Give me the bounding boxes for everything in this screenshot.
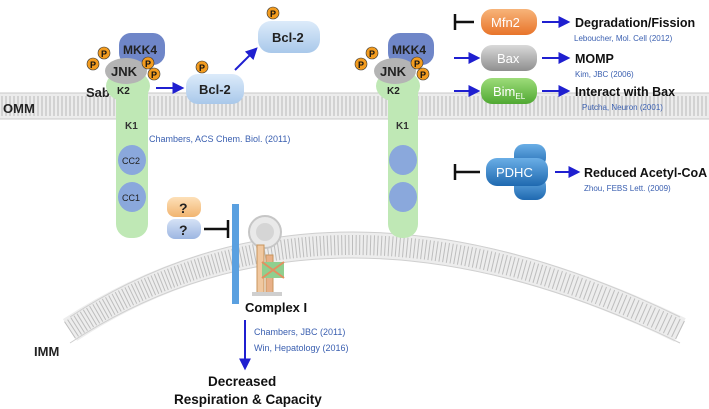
complex-i-structure <box>248 215 285 296</box>
outcome-line-2: Respiration & Capacity <box>174 392 322 407</box>
cc1-label: CC1 <box>122 193 140 203</box>
inhibition-to-complex-i <box>204 220 230 238</box>
svg-text:P: P <box>358 60 364 70</box>
svg-text:P: P <box>414 59 420 69</box>
pdhc-outcome: Reduced Acetyl-CoA <box>584 166 707 180</box>
pdhc-protein <box>486 144 548 200</box>
svg-text:P: P <box>101 49 107 59</box>
k2-label: K2 <box>387 86 400 97</box>
phospho-badge <box>147 67 161 81</box>
mkk4-protein <box>388 33 434 65</box>
complex-i-label: Complex I <box>245 300 307 315</box>
svg-text:Bcl-2: Bcl-2 <box>272 30 304 45</box>
phospho-badge <box>416 67 430 81</box>
arrow-bcl2-release <box>234 47 258 71</box>
k1-label: K1 <box>396 121 409 132</box>
phospho-badge <box>266 6 280 20</box>
k2-label: K2 <box>117 86 130 97</box>
bim-outcome: Interact with Bax <box>575 85 675 99</box>
svg-text:P: P <box>145 59 151 69</box>
jnk-label: JNK <box>380 64 407 79</box>
pdhc-effect: PDHC Reduced Acetyl-CoA Zhou, FEBS Lett.… <box>453 144 707 200</box>
bim-label: BimEL <box>493 84 526 101</box>
complex-i-citation-1: Chambers, JBC (2011) <box>254 327 345 337</box>
bax-outcome: MOMP <box>575 52 614 66</box>
outcome-line-1: Decreased <box>208 374 276 389</box>
bax-protein <box>481 45 537 71</box>
mfn2-outcome: Degradation/Fission <box>575 16 695 30</box>
mfn2-effect: Mfn2 Degradation/Fission Leboucher, Mol.… <box>453 9 695 43</box>
phospho-badge <box>410 56 424 70</box>
bcl2-lower: Bcl-2 P <box>186 60 244 104</box>
sab-label: Sab <box>86 85 110 100</box>
svg-text:Bcl-2: Bcl-2 <box>199 82 231 97</box>
omm-label: OMM <box>3 101 35 116</box>
svg-text:P: P <box>270 9 276 19</box>
unknown-factors: ? ? <box>167 197 201 239</box>
sab-citation: Chambers, ACS Chem. Biol. (2011) <box>149 134 290 144</box>
phospho-group-left: P P P P <box>86 46 161 81</box>
phospho-badge <box>86 57 100 71</box>
jnk-protein <box>374 58 416 84</box>
svg-text:P: P <box>90 60 96 70</box>
mfn2-protein <box>481 9 537 35</box>
k1-label: K1 <box>125 121 138 132</box>
mkk4-label: MKK4 <box>123 43 157 57</box>
phospho-badge <box>365 46 379 60</box>
bcl2-upper: Bcl-2 P <box>258 6 320 53</box>
svg-text:?: ? <box>179 200 188 216</box>
phospho-badge <box>141 56 155 70</box>
bax-effect: Bax MOMP Kim, JBC (2006) <box>454 45 634 79</box>
mfn2-label: Mfn2 <box>491 15 520 30</box>
mfn2-citation: Leboucher, Mol. Cell (2012) <box>574 34 673 43</box>
cc2-label: CC2 <box>122 156 140 166</box>
cc1-domain <box>118 182 146 212</box>
phospho-badge <box>195 60 209 74</box>
mkk4-protein <box>119 33 165 65</box>
complex-i-anchor-bar <box>232 204 239 304</box>
bim-protein <box>481 78 537 104</box>
complex-i-citation-2: Win, Hepatology (2016) <box>254 343 349 353</box>
mkk4-jnk-right: MKK4 JNK K2 <box>374 33 434 102</box>
bax-label: Bax <box>497 51 520 66</box>
imm-label: IMM <box>34 344 59 359</box>
jnk-protein <box>105 58 147 84</box>
mkk4-label: MKK4 <box>392 43 426 57</box>
bim-effect: BimEL Interact with Bax Putcha, Neuron (… <box>454 78 675 112</box>
mkk4-jnk-left: MKK4 JNK K2 <box>105 33 165 102</box>
pdhc-label: PDHC <box>496 165 533 180</box>
phospho-group-right: P P P P <box>354 46 430 81</box>
bim-citation: Putcha, Neuron (2001) <box>582 103 663 112</box>
bax-citation: Kim, JBC (2006) <box>575 70 634 79</box>
svg-text:P: P <box>420 70 426 80</box>
phospho-badge <box>354 57 368 71</box>
svg-text:P: P <box>369 49 375 59</box>
phospho-badge <box>97 46 111 60</box>
svg-text:P: P <box>199 63 205 73</box>
jnk-label: JNK <box>111 64 138 79</box>
sab-protein-right: K1 <box>388 70 418 238</box>
cc1-domain <box>389 182 417 212</box>
inner-membrane <box>62 231 686 344</box>
pdhc-citation: Zhou, FEBS Lett. (2009) <box>584 184 671 193</box>
cc2-domain <box>389 145 417 175</box>
svg-text:P: P <box>151 70 157 80</box>
svg-text:?: ? <box>179 222 188 238</box>
cc2-domain <box>118 145 146 175</box>
sab-protein-left: K1 CC2 CC1 <box>116 70 148 238</box>
